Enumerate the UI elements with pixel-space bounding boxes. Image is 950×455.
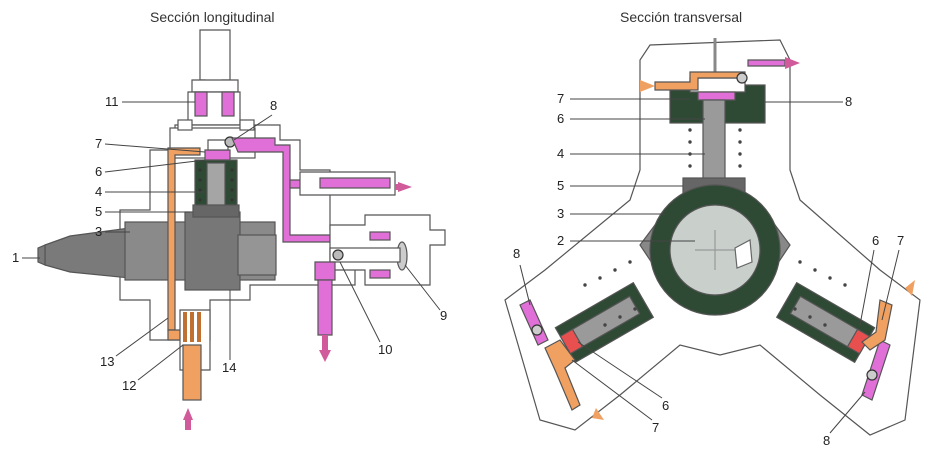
callout-4: 4 <box>95 184 102 199</box>
callout-r5: 5 <box>557 178 564 193</box>
callout-8: 8 <box>270 98 277 113</box>
callout-r4: 4 <box>557 146 564 161</box>
callout-r7a: 7 <box>557 91 564 106</box>
callout-3: 3 <box>95 224 102 239</box>
callout-r8a: 8 <box>845 94 852 109</box>
transverse-section <box>504 38 921 436</box>
callout-r7b: 7 <box>897 233 904 248</box>
callout-r6b: 6 <box>872 233 879 248</box>
callout-5: 5 <box>95 204 102 219</box>
callout-11: 11 <box>105 94 119 109</box>
callout-13: 13 <box>100 354 114 369</box>
callout-12: 12 <box>122 378 136 393</box>
callout-1: 1 <box>12 250 19 265</box>
callout-r2: 2 <box>557 233 564 248</box>
callout-6: 6 <box>95 164 102 179</box>
callout-r8c: 8 <box>513 246 520 261</box>
callout-7: 7 <box>95 136 102 151</box>
callout-9: 9 <box>440 308 447 323</box>
callout-r7c: 7 <box>652 420 659 435</box>
callout-14: 14 <box>222 360 236 375</box>
callout-r3: 3 <box>557 206 564 221</box>
right-title: Sección transversal <box>620 9 742 25</box>
left-title: Sección longitudinal <box>150 9 275 25</box>
callout-r6a: 6 <box>557 111 564 126</box>
left-callouts: 1 3 5 4 6 7 11 8 9 10 12 13 14 <box>12 94 447 393</box>
flow-arrows-right <box>592 57 915 420</box>
right-callouts: 7 6 4 5 3 2 8 6 7 8 6 7 8 <box>513 91 904 448</box>
longitudinal-section <box>37 29 446 401</box>
flow-arrows-left <box>183 182 412 430</box>
callout-r6c: 6 <box>662 398 669 413</box>
callout-r8b: 8 <box>823 433 830 448</box>
callout-10: 10 <box>378 342 392 357</box>
